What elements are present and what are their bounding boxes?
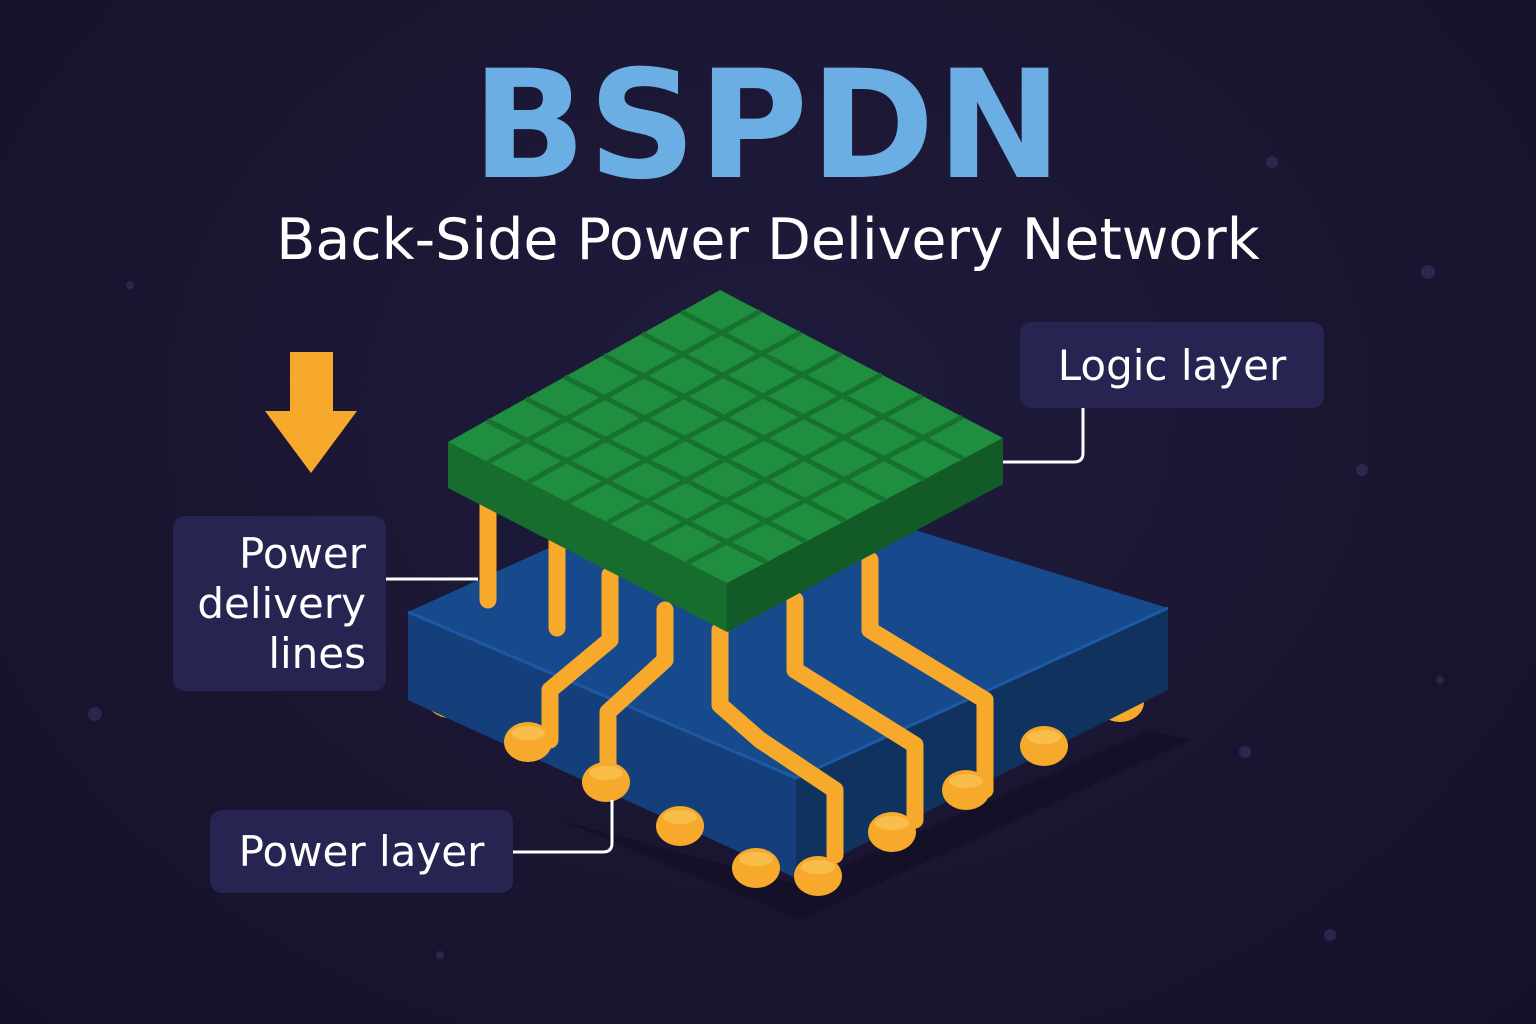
logic-grid-line (685, 414, 964, 566)
logic-grid-line (602, 352, 886, 503)
logic-grid-line (646, 393, 924, 545)
logic-layer-top (448, 290, 1003, 583)
solder-bumps-front (504, 722, 1068, 896)
solder-bump (732, 848, 780, 888)
logic-grid-line (606, 372, 883, 525)
logic-grid (485, 308, 965, 566)
power-line (711, 621, 844, 864)
solder-bump (504, 722, 552, 762)
arrow-down-icon (265, 352, 357, 473)
logic-grid-line (485, 418, 768, 565)
leader-power-layer (513, 800, 614, 854)
logic-grid-line (486, 308, 762, 465)
logic-grid-line (524, 396, 807, 544)
power-line (861, 551, 994, 799)
power-line (599, 601, 674, 779)
logic-layer-side-right (727, 438, 1003, 632)
logic-grid-line (566, 351, 843, 505)
page-subtitle: Back-Side Power Delivery Network (276, 207, 1260, 273)
leader-logic-layer (1003, 408, 1085, 464)
power-layer-edge (407, 606, 1169, 780)
logic-grid-line (526, 330, 803, 485)
power-layer-label: Power layer (210, 810, 513, 893)
power-line (541, 566, 619, 749)
logic-layer-side-left (448, 442, 727, 632)
power-delivery-lines (479, 496, 994, 864)
solder-bump (656, 806, 704, 846)
solder-bump (1020, 726, 1068, 766)
logic-grid-line (641, 331, 926, 482)
chip-shadow (560, 730, 1190, 920)
logic-grid-line (679, 309, 965, 461)
leader-lines (386, 408, 1085, 854)
page-title: BSPDN (471, 39, 1065, 213)
logic-layer (448, 290, 1003, 632)
logic-layer-label: Logic layer (1020, 322, 1324, 408)
logic-grid-line (563, 374, 847, 524)
solder-bump (942, 770, 990, 810)
power-line (786, 591, 924, 829)
power-delivery-lines-label: Power delivery lines (173, 516, 386, 691)
background-dots (88, 156, 1444, 959)
solder-bump (582, 762, 630, 802)
solder-bump (794, 856, 842, 896)
solder-bump (868, 812, 916, 852)
